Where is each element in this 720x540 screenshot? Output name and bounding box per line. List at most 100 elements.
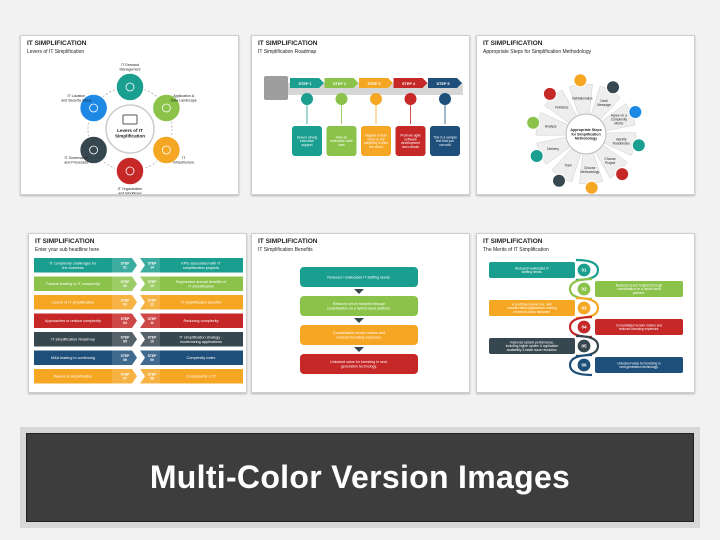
monitor-icon <box>122 114 138 125</box>
slide-thumbnail-merits[interactable]: IT SIMPLIFICATION The Merits of IT Simpl… <box>476 233 695 393</box>
merit-number-badge <box>576 300 592 316</box>
petal-icon <box>584 180 599 194</box>
step-tag <box>140 350 160 365</box>
step-text: Factors leading to IT complexity <box>46 282 100 286</box>
step-arrow <box>290 78 324 88</box>
petal-icon <box>526 115 541 130</box>
slide-subtitle: IT Simplification Benefits <box>258 247 313 253</box>
slide-title: IT SIMPLIFICATION <box>483 238 543 245</box>
step-text: IT simplification strategy -modernizing … <box>180 335 224 343</box>
methodology-petal: Publicize <box>542 86 578 124</box>
step-text: M&A leading to continuing <box>51 356 95 360</box>
benefit-shape <box>300 325 418 345</box>
step-label: STEP 2 <box>333 82 346 86</box>
step-bar <box>34 276 112 291</box>
banner-panel: Multi-Color Version Images <box>26 433 694 522</box>
slide-thumbnail-roadmap[interactable]: IT SIMPLIFICATION IT Simplification Road… <box>251 35 470 195</box>
lever-node <box>78 93 109 123</box>
merit-number-badge <box>576 357 592 373</box>
lever-node <box>78 135 109 165</box>
banner-title: Multi-Color Version Images <box>149 459 571 495</box>
step-text: Levers of IT simplification <box>52 301 95 305</box>
step-arrow <box>393 78 428 88</box>
slide-thumbnail-steps[interactable]: IT SIMPLIFICATION Enter your sub headlin… <box>28 233 247 393</box>
step-bar <box>160 276 243 291</box>
down-arrow-icon <box>354 289 364 294</box>
methodology-petal: Institutionalize <box>568 73 593 116</box>
methodology-petal: Analyze <box>526 112 569 136</box>
merit-number-badge <box>576 319 592 335</box>
merit-number: 01 <box>581 268 587 273</box>
slide-thumbnail-levers[interactable]: IT SIMPLIFICATION Levers of IT Simplific… <box>20 35 239 195</box>
step-box <box>395 126 426 156</box>
step-text: Waves of simplification <box>54 375 92 379</box>
benefit-box: Unlocked value for investing in next-gen… <box>300 354 418 374</box>
step-icon <box>404 93 417 105</box>
step-text: Complexity index <box>187 356 216 360</box>
step-bar <box>160 313 243 328</box>
step-label: STEP 1 <box>298 82 311 86</box>
petal-icon <box>529 148 544 163</box>
petal-label: Institutionalize <box>572 96 593 100</box>
step-tag <box>112 258 137 273</box>
step-label: STEP 3 <box>367 82 380 86</box>
merit-box <box>595 319 683 335</box>
slide-title: IT SIMPLIFICATION <box>35 238 95 245</box>
step-box <box>326 126 357 156</box>
step-bar <box>34 369 112 384</box>
petal-icon <box>615 167 630 182</box>
slide-title: IT SIMPLIFICATION <box>258 40 318 47</box>
slide-thumbnail-benefits[interactable]: IT SIMPLIFICATION IT Simplification Bene… <box>251 233 470 393</box>
lever-icon <box>125 82 135 92</box>
lever-node <box>115 72 145 102</box>
merit-box <box>489 300 575 316</box>
merit-box <box>489 338 575 354</box>
petal-label: Delivery <box>547 147 559 151</box>
slide-title: IT SIMPLIFICATION <box>258 238 318 245</box>
merit-box <box>489 262 575 278</box>
slide-thumbnail-methodology[interactable]: IT SIMPLIFICATION Appropriate Steps for … <box>476 35 695 195</box>
